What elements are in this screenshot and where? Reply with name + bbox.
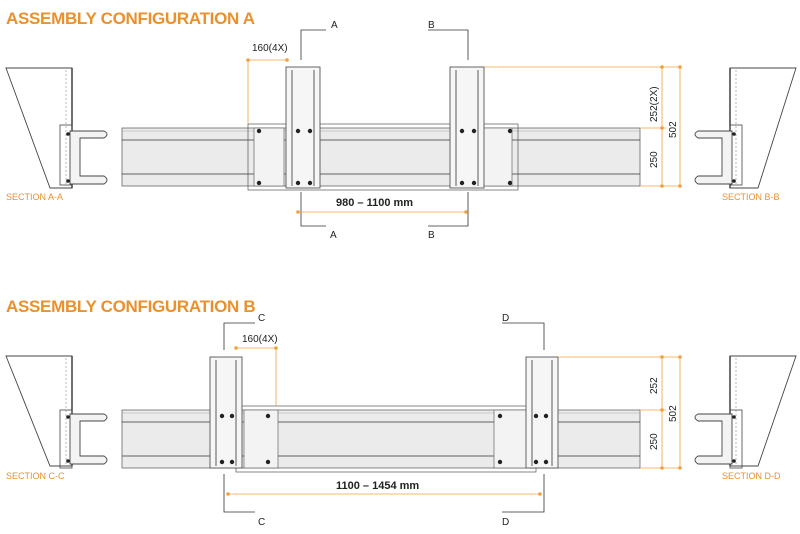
section-c-c-label: SECTION C-C — [6, 471, 65, 481]
section-a-a-label: SECTION A-A — [6, 192, 63, 202]
marker-a-bottom: A — [330, 230, 337, 241]
section-a-a-drawing — [5, 67, 108, 189]
section-c-c-drawing — [5, 355, 108, 469]
config-b-title: ASSEMBLY CONFIGURATION B — [6, 297, 255, 316]
dim-total-a: 502 — [668, 121, 679, 138]
section-b-b-drawing — [694, 67, 797, 189]
marker-c-bottom: C — [258, 517, 265, 528]
marker-b-bottom: B — [428, 230, 435, 241]
dim-upper-b: 252 — [649, 377, 660, 394]
marker-a-top: A — [331, 20, 338, 31]
dim-span-a: 980 – 1100 mm — [336, 197, 413, 209]
section-d-d-drawing — [694, 355, 797, 469]
dim-upper-a: 252(2X) — [649, 86, 660, 122]
post-b-left — [209, 356, 243, 469]
bolts-b — [219, 413, 549, 465]
dim-pad-b: 160(4X) — [242, 334, 278, 345]
dim-lower-a: 250 — [649, 151, 660, 168]
config-a-title: ASSEMBLY CONFIGURATION A — [6, 9, 255, 28]
post-b-right — [525, 356, 559, 469]
section-b-b-label: SECTION B-B — [722, 192, 780, 202]
section-d-d-label: SECTION D-D — [722, 471, 781, 481]
dim-lower-b: 250 — [649, 433, 660, 450]
config-a: ASSEMBLY CONFIGURATION A SECTION A-A — [5, 9, 797, 241]
dim-span-b: 1100 – 1454 mm — [336, 480, 419, 492]
config-b: ASSEMBLY CONFIGURATION B SECTION C-C — [5, 297, 797, 528]
bolts-a — [256, 128, 513, 186]
marker-b-top: B — [428, 20, 435, 31]
post-a-right — [449, 66, 485, 189]
dim-pad-a: 160(4X) — [252, 43, 288, 54]
marker-c-top: C — [258, 313, 265, 324]
marker-d-bottom: D — [502, 517, 509, 528]
rail-beam-a — [121, 127, 641, 187]
marker-d-top: D — [502, 313, 509, 324]
dim-total-b: 502 — [668, 405, 679, 422]
rail-beam-b — [121, 409, 641, 469]
post-a-left — [285, 66, 321, 189]
